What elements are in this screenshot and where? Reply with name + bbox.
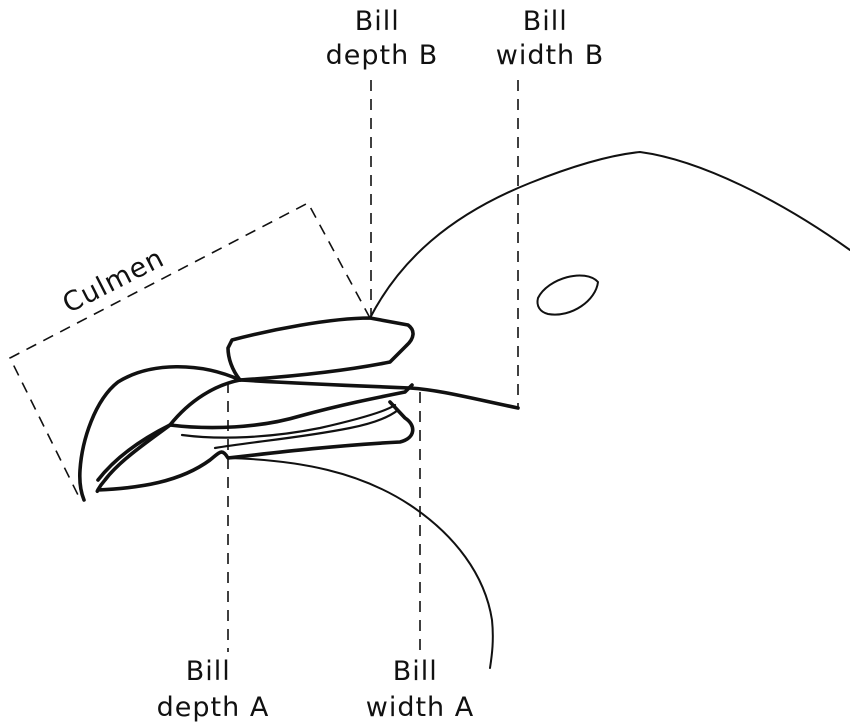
bill-depth-b-line2: depth B xyxy=(326,40,439,71)
bill-width-b-line1: Bill xyxy=(523,6,568,37)
bill-depth-a-label: Bill depth A xyxy=(157,656,270,723)
throat-outline xyxy=(228,458,493,668)
bill-depth-a-line2: depth A xyxy=(157,692,270,723)
gape-line xyxy=(240,380,518,408)
bill-depth-b-label: Bill depth B xyxy=(326,6,439,71)
bill-depth-b-line1: Bill xyxy=(355,6,400,37)
upper-bill-plate xyxy=(228,318,413,380)
bill-depth-a-line1: Bill xyxy=(186,656,231,687)
culmen-label: Culmen xyxy=(58,242,170,319)
head-outline xyxy=(370,152,850,318)
bill-width-b-label: Bill width B xyxy=(496,6,605,71)
bill-width-a-line2: width A xyxy=(366,692,474,723)
bill-width-b-line2: width B xyxy=(496,40,605,71)
bill-width-a-line1: Bill xyxy=(393,656,438,687)
eye xyxy=(537,275,598,314)
culmen-bracket xyxy=(10,203,370,495)
middle-bill-plate-lower xyxy=(182,405,395,438)
bill-width-a-label: Bill width A xyxy=(366,656,474,723)
